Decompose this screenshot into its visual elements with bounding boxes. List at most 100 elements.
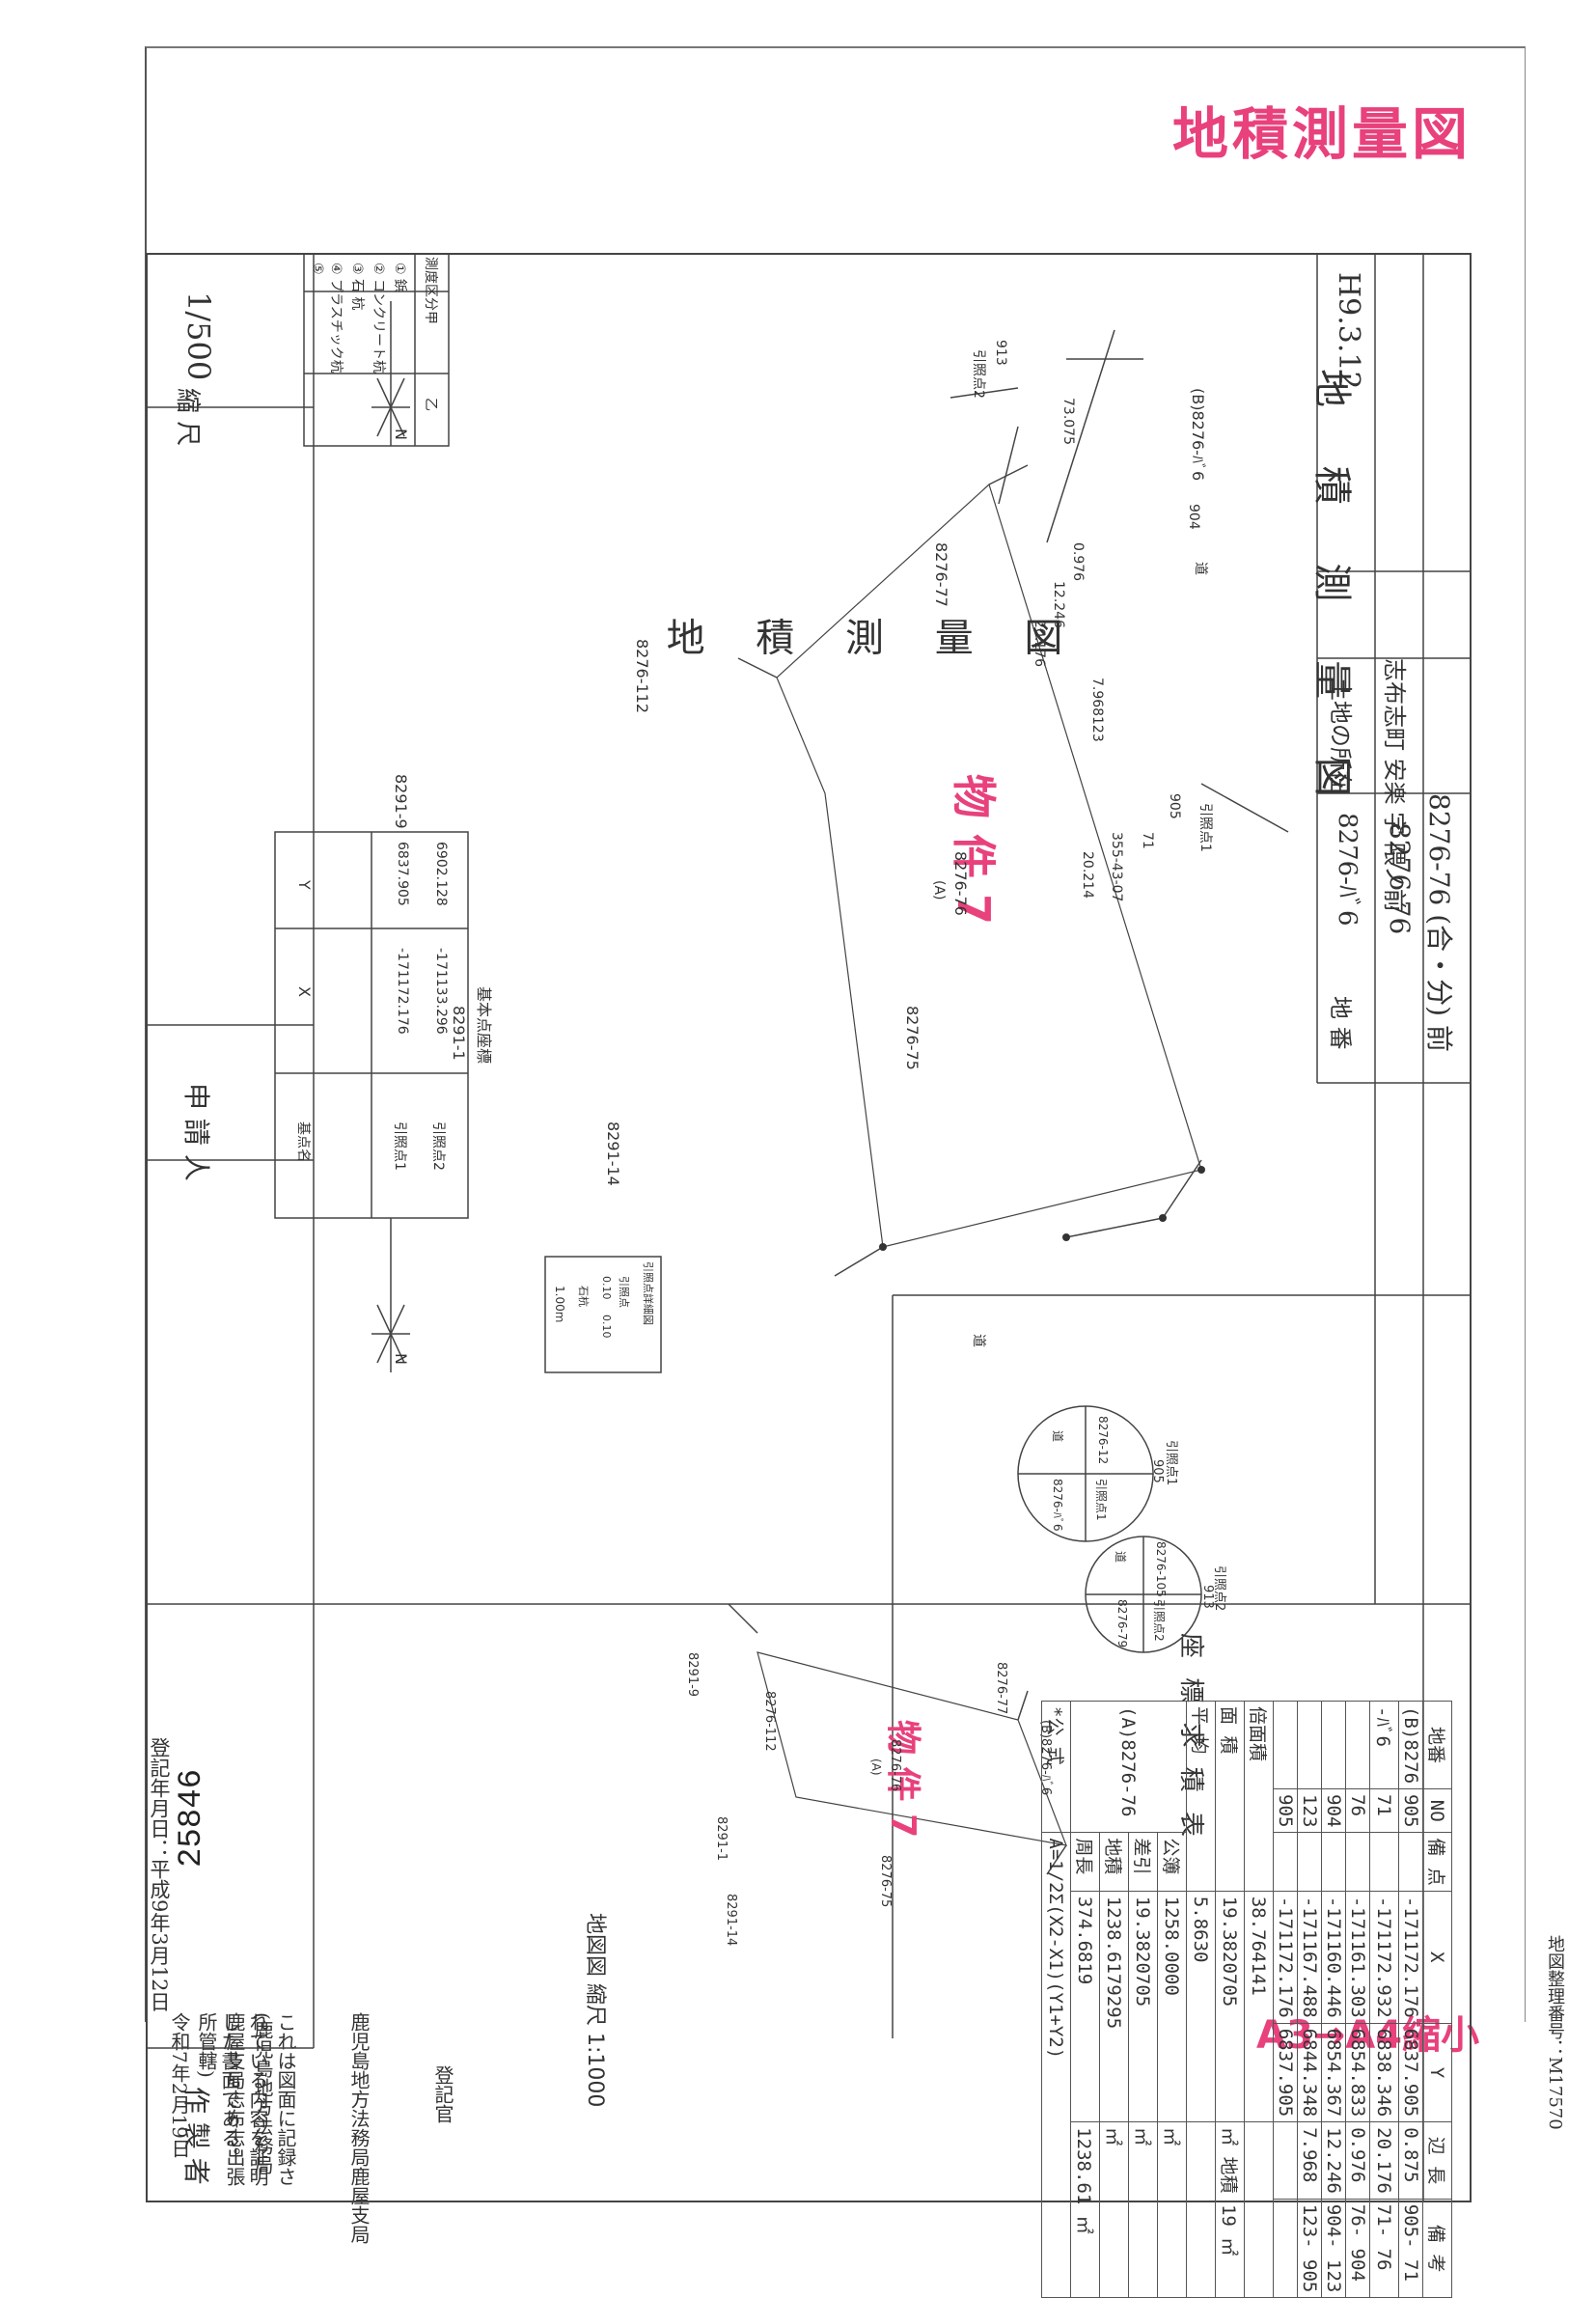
dim-12246: 12.246 <box>1051 581 1066 628</box>
table-cell: 905- 71 <box>1398 2199 1423 2298</box>
table-cell <box>1345 1832 1370 1892</box>
loc-neighbor-1: 8276-77 <box>994 1662 1008 1715</box>
loc-neighbor-3: 8291-1 <box>714 1816 729 1862</box>
legend-header-1: 甲 <box>423 311 438 324</box>
stamp-title: 地積測量図 <box>1172 101 1472 167</box>
circle1-p2: 引照点1 <box>1094 1479 1108 1521</box>
sum-row: 平 均 5.8630 <box>1186 1701 1216 2298</box>
jurisdiction-text: (鹿児島地方法務局鹿屋支局志布志出張所管轄) <box>195 2012 274 2186</box>
sum-label: 面 積 <box>1215 1701 1245 1892</box>
point-905: 905 <box>1167 793 1182 819</box>
circle2-p0: 8276-105 <box>1154 1541 1168 1597</box>
table-row: (B)8276 905 -171172.176 6837.905 0.875 9… <box>1398 1701 1423 2298</box>
dim-0976: 0.976 <box>1070 542 1086 582</box>
sum-value: 38.764141 <box>1244 1891 1274 2122</box>
survey-date: H9.3.12 <box>1332 272 1365 390</box>
ref-coord-r0-y: 6837.905 <box>395 842 410 906</box>
table-cell: 12.246 <box>1321 2121 1346 2200</box>
ref-coord-h1: X <box>295 986 314 997</box>
drawing-lines <box>146 253 1472 2202</box>
a-label: 地積 <box>1099 1832 1129 1892</box>
coord-table-header-row: 地番 NO 備 点 X Y 辺 長 備 考 <box>1422 1701 1452 2298</box>
table-cell <box>1273 1701 1298 1789</box>
loc-parcel-id: 8276-76 <box>888 1739 902 1792</box>
small-box-line-2: 0.10 <box>600 1315 613 1339</box>
circle1-p1: 道 <box>1051 1430 1064 1443</box>
table-row: 123 -171167.488 6844.348 7.968 123- 905 <box>1297 1701 1322 2298</box>
table-cell: 6854.367 <box>1321 2023 1346 2122</box>
sum-note: ㎡ 地積 19 ㎡ <box>1215 2121 1245 2298</box>
a-value: 1258.0000 <box>1157 1891 1187 2122</box>
sum-row: 面 積 19.3820705 ㎡ 地積 19 ㎡ <box>1215 1701 1245 2298</box>
table-cell: 6837.905 <box>1273 2023 1298 2122</box>
circle2-p3: 8276-79 <box>1115 1599 1129 1648</box>
sum-value: 19.3820705 <box>1215 1891 1245 2122</box>
ref-coord-h0: 基点名 <box>295 1121 311 1162</box>
stamp-reduction: A3→A4縮小 <box>1256 2013 1480 2058</box>
lot-label: 地 番 <box>1327 996 1354 1050</box>
table-row: 905 -171172.176 6837.905 <box>1273 1701 1298 2298</box>
coord-h4: Y <box>1422 2023 1452 2122</box>
small-box-line-0: 引照点 <box>618 1276 630 1308</box>
table-cell <box>1273 2121 1298 2200</box>
legend-row-2: ③ 石 杭 <box>349 263 365 311</box>
a-unit: ㎡ <box>1128 2121 1158 2298</box>
table-row: 904 -171160.446 6854.367 12.246 904- 123 <box>1321 1701 1346 2298</box>
table-cell: 6838.346 <box>1369 2023 1399 2122</box>
coord-h2: 備 点 <box>1422 1832 1452 1892</box>
loc-neighbor-0: 8276-112 <box>762 1691 777 1752</box>
table-cell <box>1273 2199 1298 2298</box>
lot-value-2: 8276-ﾊﾞ6 <box>1333 813 1362 927</box>
table-cell: 6844.348 <box>1297 2023 1322 2122</box>
legend-row-4: ⑤ <box>310 263 325 275</box>
neighbor-8276-77: 8276-77 <box>932 542 950 607</box>
scale-label: 縮 尺 <box>173 388 202 447</box>
legend-row-0: ① 鋲 <box>392 263 407 293</box>
table-cell: -171167.488 <box>1297 1891 1322 2024</box>
table-cell: 905 <box>1273 1788 1298 1833</box>
ref-coord-r1-y: 6902.128 <box>433 842 449 906</box>
circle2-num: 913 <box>1200 1585 1215 1609</box>
dim-20214: 20.214 <box>1080 851 1095 899</box>
pre-lot-value: 8276-76 (合・分) <box>1423 793 1455 1017</box>
table-cell: -171172.176 <box>1273 1891 1298 2024</box>
table-cell <box>1369 1832 1399 1892</box>
dim-355: 355-43-07 <box>1109 832 1124 902</box>
table-cell <box>1321 1701 1346 1789</box>
road-label-2: 道 <box>971 1334 986 1347</box>
neighbor-8291-14: 8291-14 <box>604 1121 622 1186</box>
ref-point-2: 引照点2 <box>971 349 986 399</box>
sum-value: 5.8630 <box>1186 1891 1216 2122</box>
survey-drawing: 前 8276-76 (合・分) 地 番 8276-76 8276-ﾊﾞ6 土地の… <box>146 253 1472 2298</box>
circle2-p1: 道 <box>1114 1551 1127 1564</box>
table-cell: -171172.932 <box>1369 1891 1399 2024</box>
certification-text: これは図面に記録されている内容を証明した書面である。 <box>218 2012 297 2186</box>
table-cell: 76- 904 <box>1345 2199 1370 2298</box>
a-unit: ㎡ <box>1099 2121 1129 2298</box>
table-cell <box>1398 1832 1423 1892</box>
table-cell: 905 <box>1398 1788 1423 1833</box>
a-label: 周長 <box>1070 1832 1100 1892</box>
ref-coord-r0-x: -171172.176 <box>395 948 410 1035</box>
table-cell <box>1345 1701 1370 1789</box>
formula-label: *公 式 <box>1041 1701 1071 1833</box>
small-box-title: 引照点詳細図 <box>642 1261 654 1325</box>
a-value: 1238.6179295 <box>1099 1891 1129 2122</box>
table-cell: (B)8276 <box>1398 1701 1423 1789</box>
neighbor-8276-112: 8276-112 <box>633 639 651 714</box>
point-904: 904 <box>1186 504 1201 530</box>
circle1-p0: 8276-12 <box>1096 1416 1110 1465</box>
applicant-label: 申 請 人 <box>180 1083 212 1181</box>
a-value: 19.3820705 <box>1128 1891 1158 2122</box>
table-cell <box>1273 1832 1298 1892</box>
table-cell: 0.875 <box>1398 2121 1423 2200</box>
map-management-number: 地図整理番号：M17570 <box>1545 1935 1565 2130</box>
sum-label: 倍面積 <box>1244 1701 1274 1892</box>
ref-coord-r1-name: 引照点2 <box>430 1121 446 1171</box>
legend-header-2: 乙 <box>423 398 438 411</box>
small-box-line-3: 石杭 <box>577 1286 590 1307</box>
main-parcel-sub: (A) <box>931 880 947 900</box>
dim-7968: 7.968 <box>1089 678 1105 717</box>
maker-label: 作 製 者 <box>180 2087 212 2185</box>
a-unit: ㎡ <box>1157 2121 1187 2298</box>
